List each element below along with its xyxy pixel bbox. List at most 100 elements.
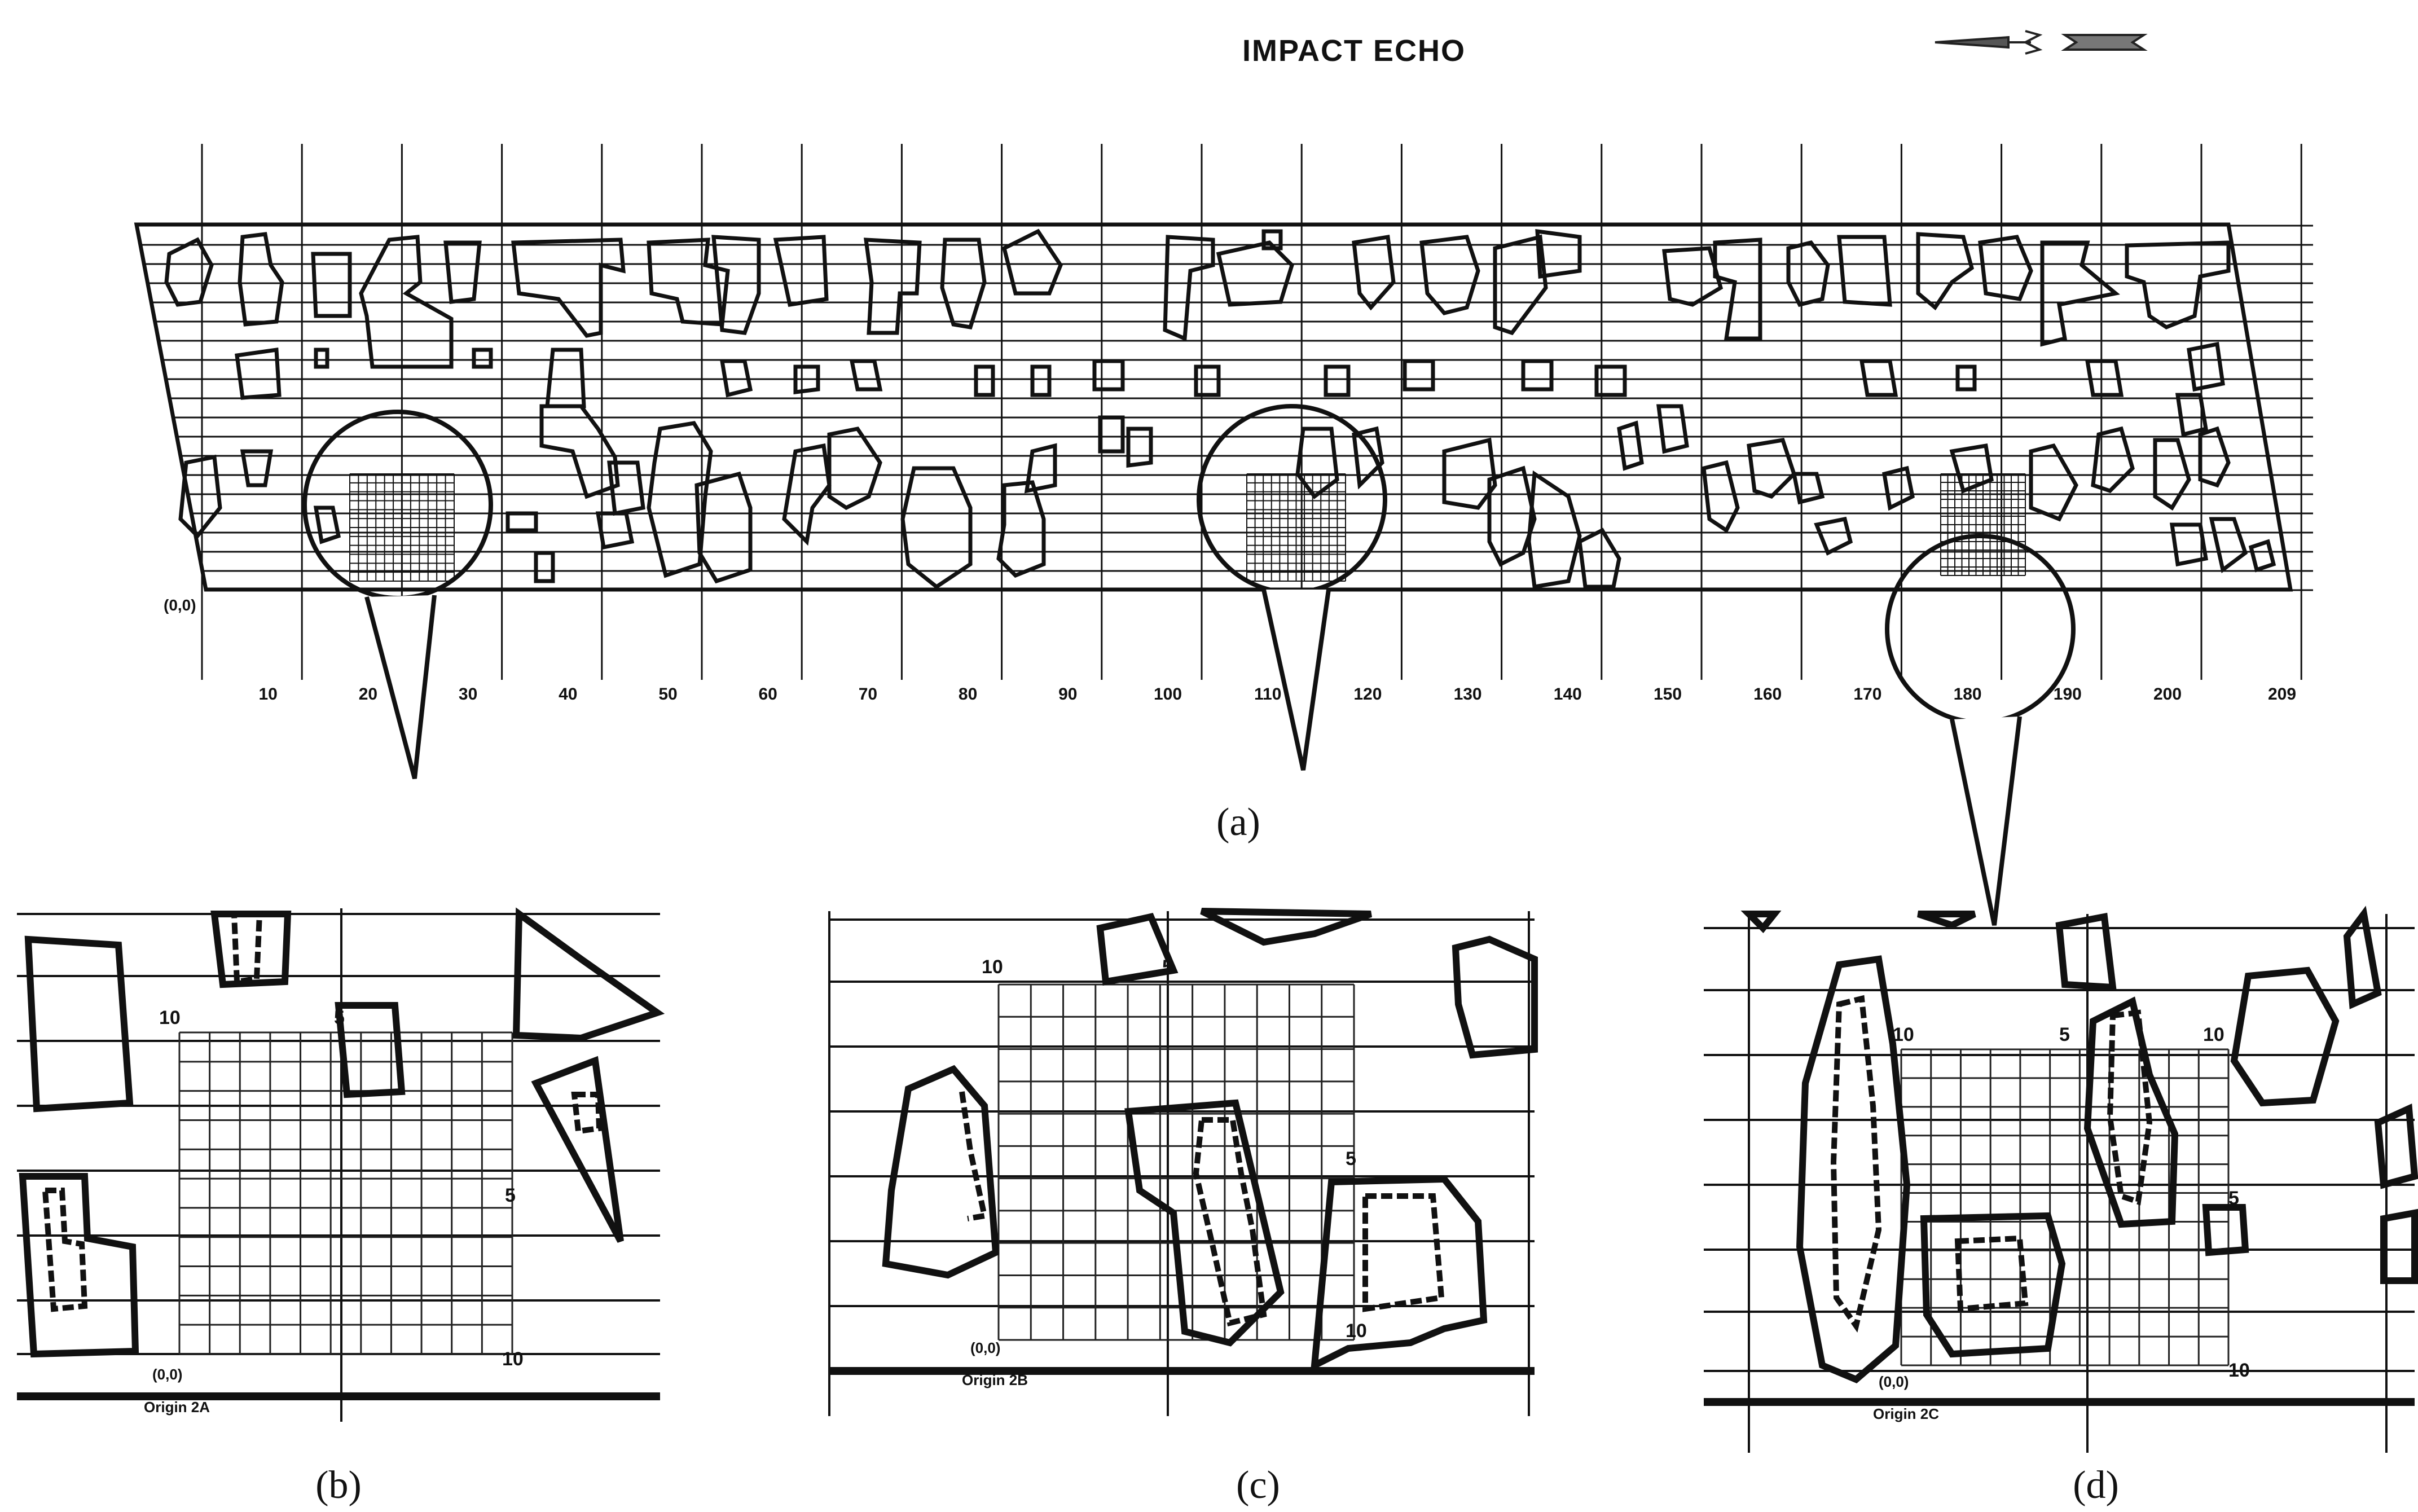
delamination-area (511, 238, 626, 338)
delamination-area (882, 1065, 1000, 1279)
caption-c: (c) (1236, 1463, 1280, 1507)
delamination-area (782, 443, 832, 546)
delamination-area (2380, 1208, 2418, 1284)
delamination-area (1352, 426, 1384, 490)
delamination-area (1916, 232, 1975, 311)
delamination-area (2198, 426, 2231, 488)
x-tick-label: 10 (259, 685, 278, 704)
x-tick-label: 140 (1554, 685, 1582, 704)
delamination-area (240, 449, 274, 487)
delamination-area (1859, 359, 1898, 397)
origin-name: Origin 2A (144, 1399, 210, 1416)
delamination-area (1786, 240, 1830, 307)
delamination-area (2175, 393, 2208, 437)
delamination-area (2343, 906, 2382, 1009)
delamination-area (1535, 228, 1582, 279)
delamination-area (1403, 359, 1435, 392)
delamination-area (2209, 517, 2248, 574)
x-tick-label: 200 (2153, 685, 2182, 704)
delamination-area (2091, 426, 2135, 494)
delamination-area (443, 240, 482, 304)
delamination-area (940, 238, 987, 329)
delamination-area (1126, 427, 1153, 468)
x-tick-label: 20 (359, 685, 377, 704)
delamination-area (1577, 528, 1621, 589)
delamination-area (849, 359, 883, 392)
delamination-area (2202, 1204, 2249, 1256)
delamination-area (2055, 912, 2117, 991)
delamination-area (539, 404, 620, 499)
grid-label: 10 (982, 956, 1003, 978)
x-tick-label: 30 (459, 685, 477, 704)
delamination-area (1442, 437, 1497, 510)
delamination-area (2083, 996, 2179, 1228)
delamination-area (1527, 470, 1582, 590)
grid-label: 10 (2203, 1024, 2224, 1045)
test-grid-2a (178, 1031, 513, 1355)
delamination-area (647, 421, 713, 578)
x-tick-label: 180 (1954, 685, 1982, 704)
delamination-area (1352, 234, 1396, 311)
delamination-area (531, 1056, 624, 1243)
delamination-area (595, 511, 635, 550)
delamination-area (314, 348, 329, 369)
delamination-area (1702, 460, 1740, 534)
delamination-area (210, 911, 292, 988)
delamination-area (1124, 1099, 1285, 1347)
delamination-area (1324, 364, 1351, 397)
x-tick-label: 50 (658, 685, 677, 704)
delamination-area (2029, 443, 2078, 522)
delamination-area (1791, 472, 1825, 505)
delamination-area (1096, 913, 1179, 986)
delamination-areas (164, 228, 2276, 590)
x-tick-label: 160 (1753, 685, 1782, 704)
deck-outline (134, 222, 2293, 592)
origin-label: (0,0) (164, 596, 196, 614)
x-tick-label: 100 (1154, 685, 1182, 704)
delamination-area (1419, 235, 1480, 315)
delamination-area (1030, 364, 1052, 397)
delamination-area (2169, 522, 2209, 567)
delamination-area (1796, 955, 1911, 1383)
delamination-area (2187, 341, 2225, 392)
delamination-area (1295, 427, 1339, 499)
delamination-area (1452, 935, 1538, 1059)
delamination-area (1917, 911, 1976, 929)
delamination-area (512, 907, 665, 1042)
delamination-area (472, 348, 493, 369)
delamination-area (2248, 539, 2276, 573)
delamination-area (1978, 235, 2033, 301)
delamination-area (793, 364, 820, 394)
x-tick-label: 190 (2054, 685, 2082, 704)
origin-label: (0,0) (970, 1339, 1000, 1356)
grid-label: 10 (1346, 1320, 1367, 1342)
x-tick-label: 110 (1254, 685, 1281, 704)
delamination-area (1311, 1175, 1488, 1372)
callout-circle-d (1885, 534, 2076, 926)
delamination-area (1814, 516, 1853, 556)
grid-label: 5 (2228, 1188, 2239, 1209)
delamination-area (534, 551, 555, 583)
delamination-area (164, 237, 214, 307)
delamination-area (1949, 443, 1994, 494)
delamination-area (711, 235, 761, 335)
x-tick-label: 170 (1853, 685, 1881, 704)
grid-label: 10 (1893, 1024, 1914, 1045)
delamination-area (900, 466, 973, 590)
delamination-area (1955, 364, 1977, 392)
origin-label: (0,0) (1879, 1373, 1909, 1390)
delamination-area (719, 359, 753, 398)
north-arrow-icon (1935, 30, 2148, 55)
x-tick-label: 90 (1058, 685, 1077, 704)
panel-b-detail: 10 5 5 10 (0,0) Origin 2A (17, 907, 665, 1422)
delamination-area (1713, 238, 1762, 341)
delamination-area (24, 935, 134, 1113)
delamination-area (1617, 420, 1644, 471)
delamination-area (1837, 235, 1892, 307)
x-tick-label: 70 (859, 685, 877, 704)
delamination-area (863, 238, 922, 335)
test-grid-2c (1900, 1048, 2230, 1366)
test-grid-2b (997, 983, 1355, 1341)
